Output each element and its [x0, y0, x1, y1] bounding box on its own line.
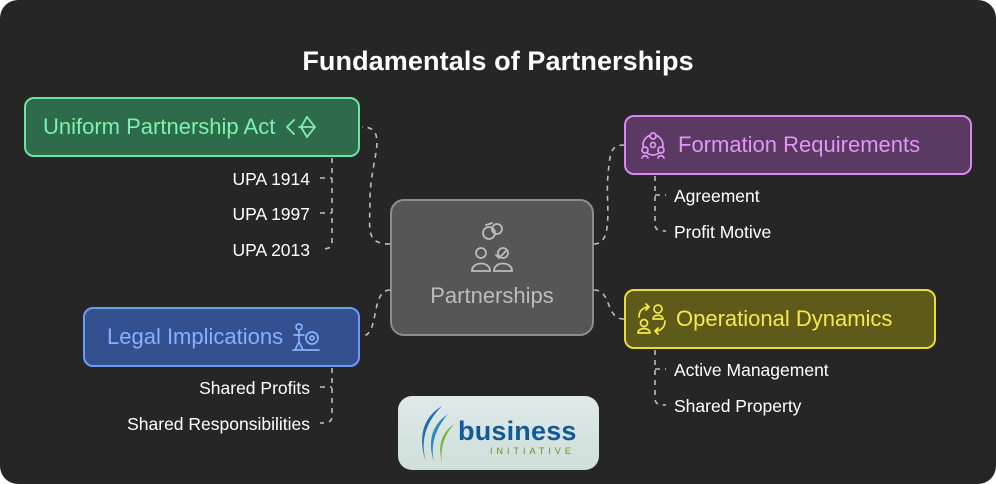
node-operational-dynamics: Operational Dynamics — [624, 289, 936, 349]
leaf-upa-1914: UPA 1914 — [232, 169, 310, 189]
logo-word: business — [458, 416, 577, 446]
node-formation-requirements: Formation Requirements — [624, 115, 972, 175]
node-label: Formation Requirements — [678, 132, 921, 157]
logo-subword: INITIATIVE — [490, 446, 575, 456]
leaf-agreement: Agreement — [674, 186, 760, 206]
leaf-swoosh-icon — [422, 406, 454, 462]
leaf-upa-1997: UPA 1997 — [232, 204, 310, 224]
node-label: Uniform Partnership Act — [43, 114, 276, 139]
connector-center-formation — [593, 144, 625, 245]
connector-center-legal — [361, 289, 391, 337]
leaf-shared-property: Shared Property — [674, 396, 802, 416]
leaf-shared-profits: Shared Profits — [199, 378, 310, 398]
connector-ops-leaves — [654, 350, 667, 406]
connector-upa-leaves — [319, 158, 333, 250]
scales-gavel-icon — [285, 113, 317, 141]
diagram-title: Fundamentals of Partnerships — [302, 46, 694, 76]
connector-center-ops — [593, 289, 625, 320]
leaf-shared-responsibilities: Shared Responsibilities — [127, 414, 310, 434]
person-coin-icon — [291, 322, 321, 352]
center-node-partnerships: Partnerships — [390, 199, 594, 336]
center-label: Partnerships — [430, 283, 554, 308]
node-uniform-partnership-act: Uniform Partnership Act — [24, 97, 360, 157]
leaf-upa-2013: UPA 2013 — [232, 240, 310, 260]
partners-handshake-icon — [466, 221, 518, 273]
leaf-active-management: Active Management — [674, 360, 829, 380]
people-exchange-icon — [636, 303, 668, 335]
connector-center-upa — [361, 126, 391, 245]
connector-formation-leaves — [654, 176, 667, 232]
connector-legal-leaves — [319, 368, 333, 424]
node-label: Operational Dynamics — [676, 306, 893, 331]
node-legal-implications: Legal Implications — [83, 307, 360, 367]
business-initiative-logo: business INITIATIVE — [398, 396, 599, 470]
node-label: Legal Implications — [107, 324, 284, 349]
team-network-icon — [638, 130, 668, 160]
leaf-profit-motive: Profit Motive — [674, 222, 772, 242]
